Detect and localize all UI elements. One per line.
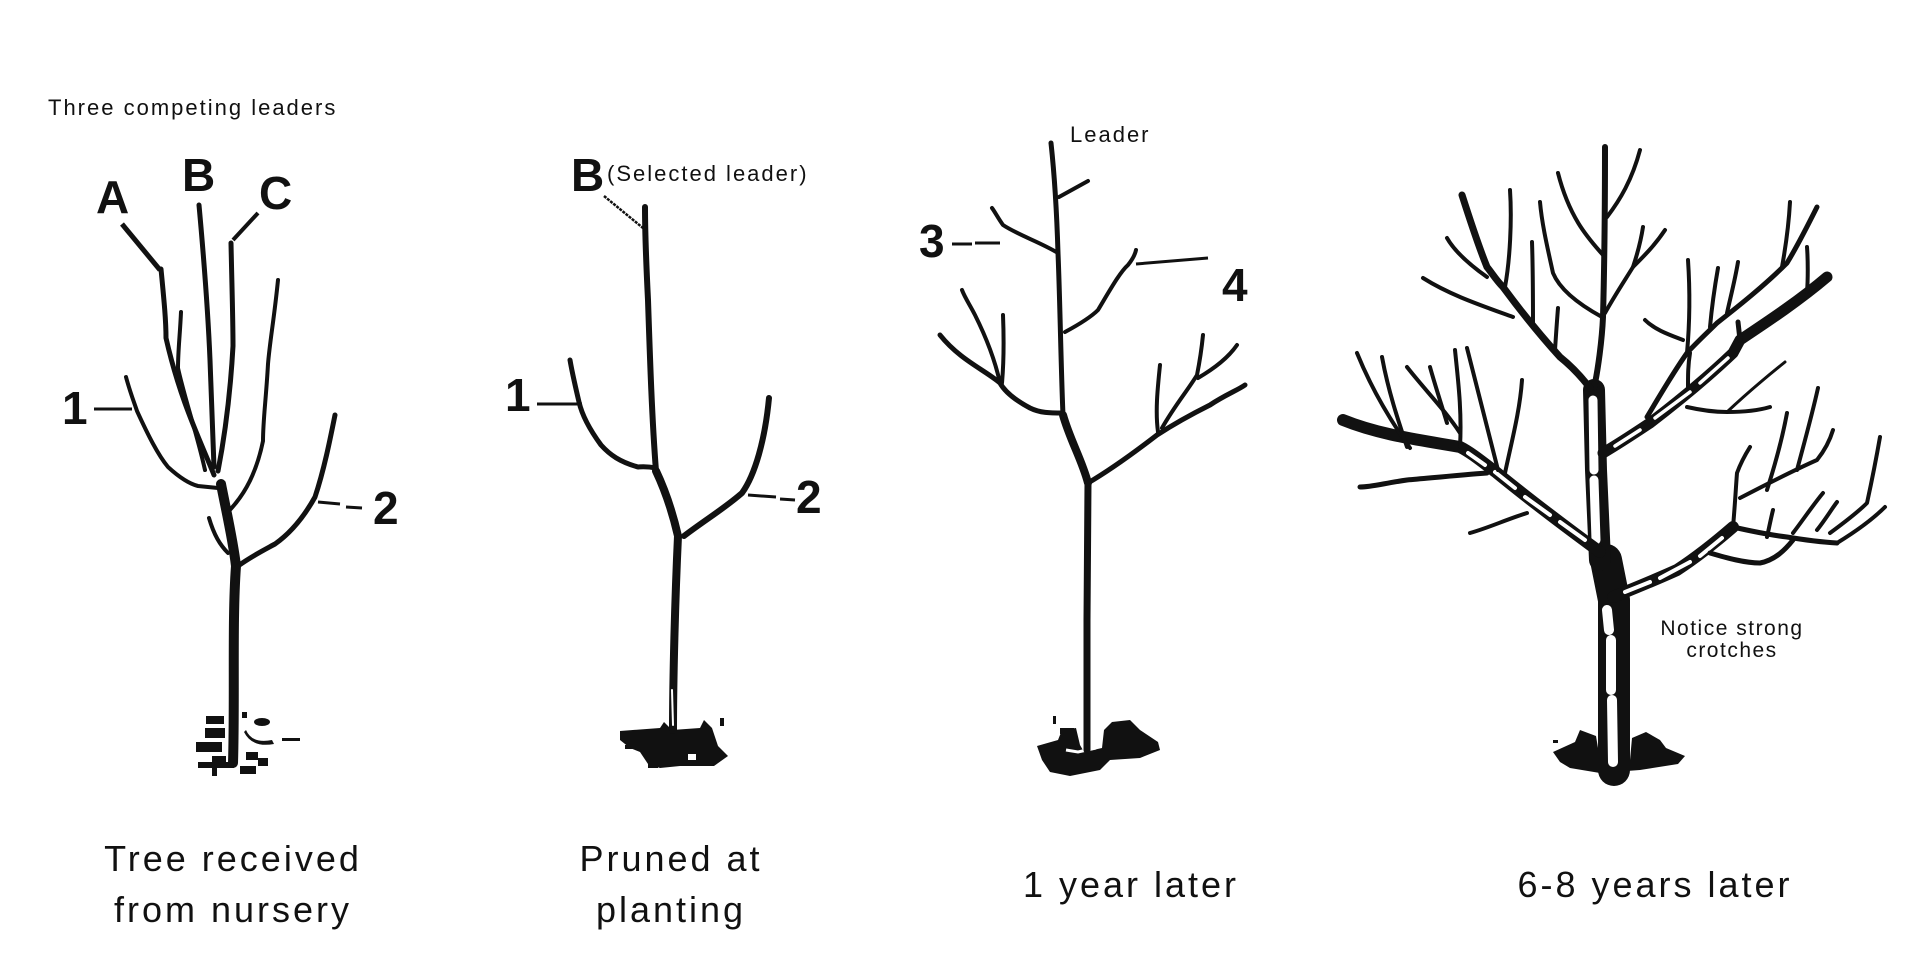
note-line: Notice strong	[1660, 617, 1804, 640]
caption-line: 6-8 years later	[1517, 864, 1793, 905]
label-branch-1: 1	[62, 382, 88, 434]
tree-planting	[537, 195, 796, 768]
note-line: crotches	[1686, 639, 1778, 662]
annotation-leader: Leader	[1070, 122, 1151, 147]
label-branch-2: 2	[373, 482, 399, 534]
ground-icon	[1037, 716, 1160, 776]
ground-icon	[1553, 730, 1685, 773]
tree-nursery	[94, 202, 363, 776]
caption-line: Tree received	[104, 838, 362, 879]
caption-mature: 6-8 years later	[1480, 859, 1830, 910]
label-leader-a: A	[96, 171, 130, 223]
caption-line: from nursery	[113, 889, 353, 930]
caption-nursery: Tree received from nursery	[80, 833, 386, 935]
caption-line: planting	[595, 889, 747, 930]
caption-planting: Pruned at planting	[540, 833, 802, 935]
label-leader-b: B	[182, 149, 216, 201]
caption-line: Pruned at	[579, 838, 763, 879]
label-branch-4: 4	[1222, 259, 1248, 311]
caption-one-year: 1 year later	[990, 859, 1272, 910]
label-branch-1: 1	[505, 369, 531, 421]
annotation-competing-leaders: Three competing leaders	[48, 95, 338, 120]
label-branch-3: 3	[919, 215, 945, 267]
annotation-strong-crotches: Notice strong crotches	[1640, 618, 1824, 662]
tree-one-year	[937, 140, 1248, 776]
ground-icon	[620, 718, 728, 768]
label-branch-2: 2	[796, 471, 822, 523]
label-leader-c: C	[259, 167, 293, 219]
caption-line: 1 year later	[1022, 864, 1240, 905]
ground-icon	[196, 712, 300, 776]
annotation-selected-leader: (Selected leader)	[607, 161, 809, 186]
tree-mature	[1337, 144, 1887, 786]
label-selected-leader-b: B	[571, 149, 605, 201]
